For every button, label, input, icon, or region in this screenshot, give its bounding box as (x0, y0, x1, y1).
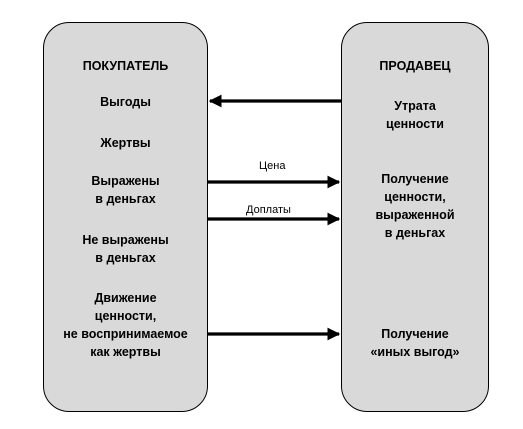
seller-other-benefits: Получение «иных выгод» (370, 327, 460, 359)
buyer-monetary: Выражены в деньгах (91, 174, 160, 206)
seller-panel (341, 22, 489, 412)
seller-monetary-value: Получение ценности, выраженной в деньгах (375, 172, 455, 240)
seller-title: ПРОДАВЕЦ (379, 59, 451, 73)
arrow-label-price: Цена (259, 160, 286, 172)
arrow-label-surcharges: Доплаты (246, 204, 291, 216)
buyer-value-movement: Движение ценности, не воспринимаемое как… (63, 291, 188, 359)
buyer-title: ПОКУПАТЕЛЬ (82, 59, 169, 73)
seller-value-loss: Утрата ценности (386, 99, 444, 131)
buyer-benefits: Выгоды (100, 95, 151, 109)
buyer-panel (43, 22, 208, 412)
buyer-non-monetary: Не выражены в деньгах (82, 233, 169, 265)
buyer-sacrifices: Жертвы (100, 136, 151, 150)
